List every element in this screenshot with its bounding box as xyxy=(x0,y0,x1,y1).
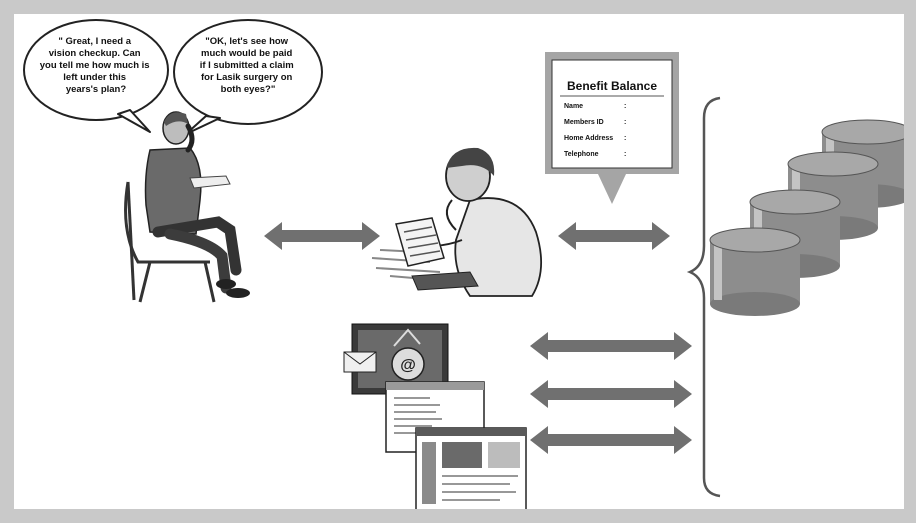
left-bubble-line-1: " Great, I need a xyxy=(58,36,131,47)
arrow-email-systems xyxy=(530,332,692,360)
svg-text:: : :: : : : : xyxy=(624,103,628,158)
svg-text:@: @ xyxy=(400,357,416,374)
database-cylinder-icon xyxy=(709,227,801,316)
benefit-card-title: Benefit Balance xyxy=(567,79,657,93)
benefit-field-home-address-sep: : xyxy=(624,135,626,142)
left-bubble-line-4: left under this xyxy=(63,72,126,83)
diagram-svg: " Great, I need a vision checkup. Can yo… xyxy=(23,19,904,509)
svg-text:" Great, I need a vi: " Great, I need a vision checkup. Can yo… xyxy=(40,36,152,95)
benefit-field-telephone-label: Telephone xyxy=(564,151,599,158)
right-bubble-line-5: both eyes?" xyxy=(221,84,276,95)
svg-text:"OK, let's see how m: "OK, let's see how much would be paid if… xyxy=(200,36,297,95)
right-bubble-line-2: much would be paid xyxy=(201,48,293,59)
web-page-window-icon xyxy=(415,427,527,509)
arrow-document-systems xyxy=(530,380,692,408)
benefit-field-telephone-sep: : xyxy=(624,151,626,158)
arrow-caller-agent xyxy=(264,222,380,250)
person-on-phone-icon xyxy=(124,111,250,303)
right-speech-bubble: "OK, let's see how much would be paid if… xyxy=(173,19,323,135)
left-bubble-line-3: you tell me how much is xyxy=(40,60,150,71)
left-bubble-line-2: vision checkup. Can xyxy=(49,48,141,59)
arrow-agent-systems xyxy=(558,222,670,250)
svg-text:Name Members ID: Name Members ID Home Address Telephone xyxy=(564,103,615,158)
arrow-web-systems xyxy=(530,426,692,454)
right-bubble-line-3: if I submitted a claim xyxy=(200,60,294,71)
benefit-field-members-id-label: Members ID xyxy=(564,119,604,126)
benefit-balance-card: Benefit Balance Name Members ID Home Add… xyxy=(545,52,679,204)
left-speech-bubble: " Great, I need a vision checkup. Can yo… xyxy=(23,19,169,133)
diagram-canvas: " Great, I need a vision checkup. Can yo… xyxy=(14,14,904,509)
system-brace xyxy=(686,96,721,498)
left-bubble-line-5: years's plan? xyxy=(66,84,127,95)
benefit-field-home-address-label: Home Address xyxy=(564,135,613,142)
right-bubble-line-1: "OK, let's see how xyxy=(205,36,288,47)
benefit-field-name-sep: : xyxy=(624,103,626,110)
benefit-field-members-id-sep: : xyxy=(624,119,626,126)
agent-at-desk-icon xyxy=(371,147,543,297)
right-bubble-line-4: for Lasik surgery on xyxy=(201,72,293,83)
benefit-field-name-label: Name xyxy=(564,103,583,110)
